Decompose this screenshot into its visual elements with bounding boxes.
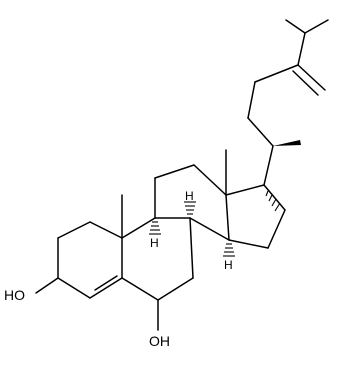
c7-c8-bond — [189, 217, 194, 279]
c4-c5-double-bond — [94, 275, 118, 291]
h8-hash — [184, 201, 196, 215]
h14-hash — [223, 243, 235, 257]
h8-label: H — [185, 189, 194, 203]
c23-c22-bond — [247, 81, 256, 119]
c13-c17-bond — [225, 184, 265, 196]
c9-c10-bond — [121, 217, 156, 239]
side-chain — [247, 19, 329, 186]
isopropyl-methyl-right — [304, 19, 329, 34]
c4-c5-bond — [89, 277, 123, 299]
isopropyl-methyl-left — [285, 19, 306, 34]
c5-c6-bond — [121, 277, 159, 301]
methylene-bond-1 — [297, 64, 326, 91]
ring-c — [154, 164, 230, 241]
ring-b — [121, 217, 194, 301]
c16-c15-bond — [267, 209, 286, 249]
h9-hash — [149, 221, 161, 235]
c10-c1-bond — [89, 221, 123, 239]
c22-c20-bond — [247, 117, 274, 147]
ring-a — [57, 221, 123, 299]
hydroxyl-6-label: OH — [149, 333, 170, 349]
c13-c12-bond — [193, 164, 227, 196]
c15-c14-bond — [228, 239, 269, 249]
c14-c13-bond — [225, 194, 230, 241]
isopropyl-ch-to-c24 — [297, 32, 306, 66]
h14-label: H — [224, 258, 233, 272]
methylene-bond-2 — [292, 70, 319, 96]
hydroxyl-3-label: HO — [4, 287, 25, 303]
c3-oh-bond — [35, 277, 59, 294]
c17-c16-hash — [265, 190, 281, 212]
h9-label: H — [150, 236, 159, 250]
c12-c11-bond — [154, 164, 195, 179]
c24-c23-bond — [254, 64, 299, 83]
c20-c17-bond — [263, 145, 274, 186]
ring-d — [225, 184, 286, 249]
c17-c16-bond — [263, 184, 286, 211]
c1-c2-bond — [57, 221, 91, 239]
c3-c4-bond — [57, 277, 91, 299]
c6-c7-bond — [157, 277, 194, 301]
c20-methyl-wedge — [273, 140, 301, 146]
c8-c14-bond — [189, 217, 230, 241]
